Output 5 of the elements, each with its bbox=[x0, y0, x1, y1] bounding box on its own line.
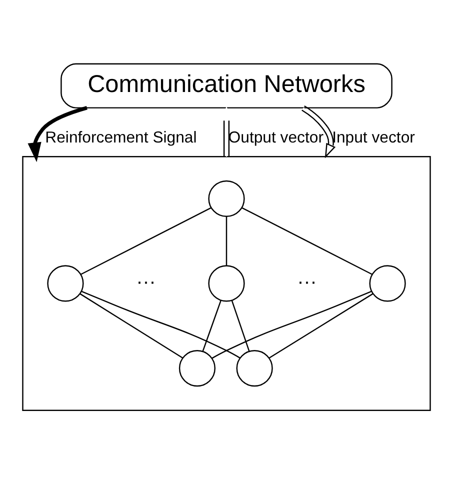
label: ··· bbox=[297, 270, 317, 293]
edge-label: Input vector bbox=[332, 128, 415, 146]
label: ··· bbox=[136, 270, 156, 293]
edge-label: Output vector bbox=[228, 128, 324, 146]
edge-label: Reinforcement Signal bbox=[45, 128, 197, 146]
